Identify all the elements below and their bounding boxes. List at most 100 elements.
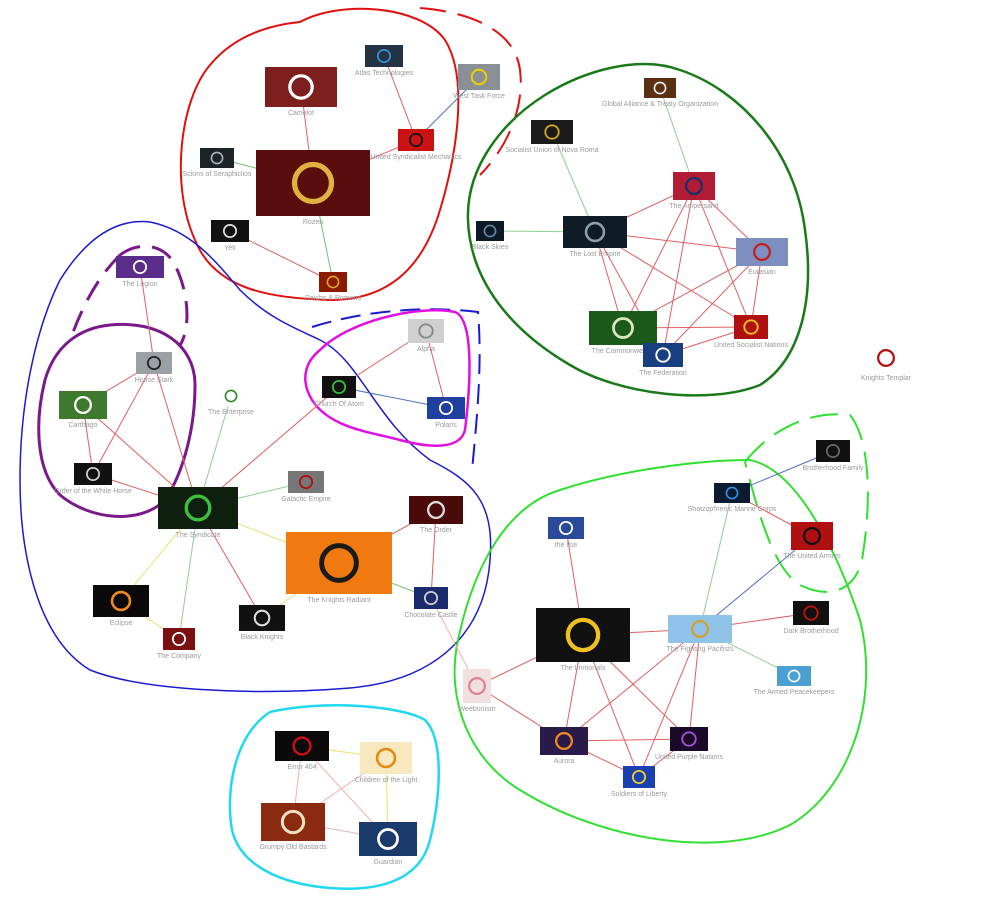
node-black-knights[interactable]: Black Knights	[239, 605, 285, 641]
node-west[interactable]: West Task Force	[453, 64, 505, 100]
node-order-white-horse[interactable]: Order of the White Horse	[54, 463, 132, 495]
node-grumpy[interactable]: Grumpy Old Bastards	[259, 803, 327, 851]
node-company[interactable]: The Company	[157, 628, 201, 660]
node-aurora[interactable]: Aurora	[540, 727, 588, 765]
flag-background	[673, 172, 715, 200]
node-enterprise[interactable]: The Enterprise	[208, 386, 254, 416]
node-yeti[interactable]: Yeti	[211, 220, 249, 252]
node-label: United Syndicalist Mechanics	[370, 154, 462, 161]
node-label: Guardian	[374, 859, 403, 866]
node-dark-brotherhood[interactable]: Dark Brotherhood	[783, 601, 839, 635]
node-federation[interactable]: The Federation	[639, 343, 687, 377]
coat-of-arms-icon	[691, 620, 709, 638]
node-label: The Ampersand	[669, 203, 719, 210]
node-label: Error 404	[287, 764, 316, 771]
node-label: Aurora	[553, 758, 574, 765]
node-rozen[interactable]: Rozen	[256, 150, 370, 226]
node-label: Global Alliance & Treaty Organization	[602, 101, 718, 108]
banner-icon	[753, 243, 771, 261]
node-polaris[interactable]: Polaris	[427, 397, 465, 429]
node-ampersand[interactable]: The Ampersand	[669, 172, 719, 210]
crest-icon	[171, 631, 187, 647]
node-reichs[interactable]: Reichs & Romans	[305, 272, 362, 302]
node-eclipse[interactable]: Eclipse	[93, 585, 149, 627]
node-shatz[interactable]: Shatzophrenic Marine Corps	[688, 483, 777, 513]
node-label: Weebunism	[459, 706, 496, 713]
node-weebunism[interactable]: Weebunism	[459, 669, 496, 713]
flag-background	[736, 238, 788, 266]
node-label: Order of the White Horse	[54, 488, 132, 495]
flag-background	[211, 220, 249, 242]
node-error404[interactable]: Error 404	[275, 731, 329, 771]
node-label: Camelot	[288, 110, 314, 117]
node-order[interactable]: The Order	[409, 496, 463, 534]
node-gato[interactable]: Global Alliance & Treaty Organization	[602, 78, 718, 108]
edge-syndicate-company	[178, 507, 199, 640]
node-galactic[interactable]: Galactic Empire	[281, 471, 331, 503]
node-house-stark[interactable]: House Stark	[135, 352, 174, 384]
node-knights-templar[interactable]: Knights Templar	[861, 344, 912, 382]
node-label: United Socialist Nations	[714, 342, 788, 349]
flag-background	[360, 742, 412, 774]
node-carthago[interactable]: Carthago	[59, 391, 107, 429]
flag-background	[548, 517, 584, 539]
radiant-glyph-icon	[319, 543, 359, 583]
node-soldiers-liberty[interactable]: Soldiers of Liberty	[611, 766, 668, 798]
node-immortals[interactable]: The Immortals	[536, 608, 630, 672]
sunburst-icon	[558, 520, 574, 536]
node-alpha[interactable]: Alpha	[408, 319, 444, 353]
node-fighting-pacifists[interactable]: The Fighting Pacifists	[667, 615, 734, 653]
sun-icon	[743, 319, 759, 335]
cyan-cluster-outline	[228, 704, 440, 890]
node-label: Shatzophrenic Marine Corps	[688, 506, 777, 513]
node-label: Children of the Light	[355, 777, 418, 784]
chevron-icon	[803, 527, 821, 545]
node-black-skies[interactable]: Black Skies	[472, 221, 509, 251]
node-united-armies[interactable]: The United Armies	[783, 522, 841, 560]
edge-ampersand-gato	[659, 87, 695, 187]
node-eurasian[interactable]: Eurasian	[736, 238, 788, 276]
node-united-socialist-nations[interactable]: United Socialist Nations	[714, 315, 788, 349]
cog-icon	[298, 474, 314, 490]
node-chocolate[interactable]: Chocolate Castle	[404, 587, 458, 619]
node-legion[interactable]: The Legion	[116, 256, 164, 288]
node-atlas[interactable]: Atlas Technologies	[355, 45, 414, 77]
node-socialist-union[interactable]: Socialist Union of Nova Roma	[506, 120, 599, 154]
flag-background	[540, 727, 588, 755]
flag-background	[288, 471, 324, 493]
node-united-purple[interactable]: United Purple Nations	[655, 727, 724, 761]
node-label: Alpha	[417, 346, 435, 353]
node-label: Eclipse	[110, 620, 133, 627]
node-camelot[interactable]: Camelot	[265, 67, 337, 117]
flag-background	[476, 221, 504, 241]
dragon-icon	[288, 74, 314, 100]
sunset-icon	[555, 732, 573, 750]
node-church-atom[interactable]: Church Of Atom	[314, 376, 364, 408]
edge-fighting_pacifists-soldiers_liberty	[638, 628, 701, 778]
node-ilse[interactable]: the Ilse	[548, 517, 584, 549]
node-lost-empire[interactable]: The Lost Empire	[563, 216, 627, 258]
node-syndicate[interactable]: The Syndicate	[158, 487, 238, 539]
node-guardian[interactable]: Guardian	[359, 822, 417, 866]
flag-background	[359, 822, 417, 856]
flag-background	[816, 440, 850, 462]
cloud-icon	[483, 224, 497, 238]
node-commonwealth[interactable]: The Commonwealth	[589, 311, 657, 355]
node-united-synd[interactable]: United Syndicalist Mechanics	[370, 129, 462, 161]
node-label: Socialist Union of Nova Roma	[506, 147, 599, 154]
node-knights-radiant[interactable]: The Knights Radiant	[286, 532, 392, 604]
flag-background	[644, 78, 676, 98]
node-label: The Armed Peacekeepers	[754, 689, 835, 696]
flag-background	[714, 483, 750, 503]
horse-icon	[85, 466, 101, 482]
shield-icon	[825, 443, 841, 459]
templar-cross-icon	[877, 349, 895, 367]
edge-eurasian-federation	[662, 251, 763, 356]
node-seraphim[interactable]: Scions of Seraphiclios	[183, 148, 252, 178]
node-children-light[interactable]: Children of the Light	[355, 742, 418, 784]
node-armed-peacekeepers[interactable]: The Armed Peacekeepers	[754, 666, 835, 696]
knight-icon	[253, 609, 271, 627]
node-brotherhood-family[interactable]: Brotherhood Family	[802, 440, 864, 472]
node-label: Reichs & Romans	[305, 295, 362, 302]
node-label: The Enterprise	[208, 409, 254, 416]
